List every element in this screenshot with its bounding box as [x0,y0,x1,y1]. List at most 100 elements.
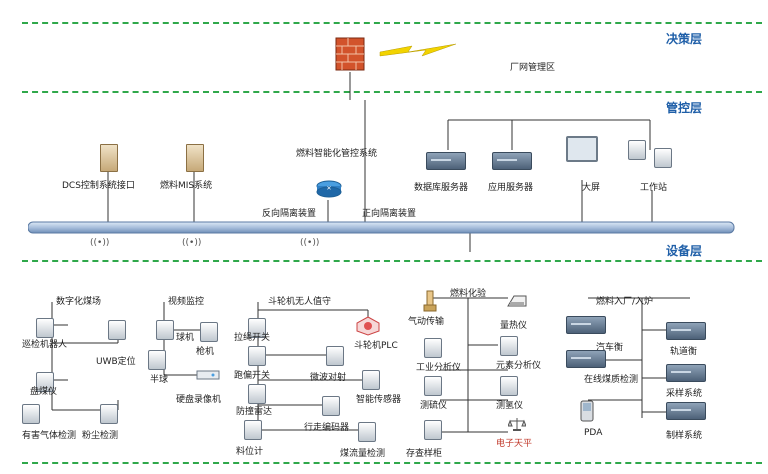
camera-icon [200,322,218,342]
fuel-entry-item: 采样系统 [666,389,703,399]
video-item: 球机 [176,333,195,343]
digital-yard-item: 有害气体检测 [22,431,77,441]
svg-text:✕: ✕ [326,185,331,192]
fuel-entry-item: 在线煤质检测 [584,375,639,385]
server-icon [666,322,706,340]
group-video-title: 视频监控 [168,297,205,307]
layer-title-device: 设备层 [666,244,703,258]
router-icon: ✕ [316,180,342,198]
server-icon [666,402,706,420]
app-server-label: 应用服务器 [488,183,534,193]
group-bucket-wheel-title: 斗轮机无人值守 [268,297,332,307]
dcs-interface-label: DCS控制系统接口 [62,181,135,191]
camera-icon [148,350,166,370]
pda-icon [580,400,594,422]
fuel-entry-item: PDA [584,428,603,438]
lab-instrument-icon [500,336,518,356]
monitor-icon [566,136,598,162]
digital-yard-item: UWB定位 [96,357,136,367]
pneumatic-tube-icon [423,290,437,312]
lab-instrument-icon [507,295,527,307]
lab-instrument-icon [248,346,266,366]
digital-yard-item: 盘煤仪 [30,387,58,397]
lab-instrument-icon [248,384,266,404]
fuel-lab-item: 气动传输 [408,317,445,327]
lab-instrument-icon [108,320,126,340]
fuel-entry-item: 汽车衡 [596,343,624,353]
lab-instrument-icon [326,346,344,366]
balance-icon [508,418,526,431]
group-fuel-lab-title: 燃料化验 [450,289,487,299]
workstation-icon [654,148,672,168]
wifi-icon: ((•)) [300,238,320,248]
wifi-icon: ((•)) [182,238,202,248]
big-screen-label: 大屏 [582,183,601,193]
lab-instrument-icon [322,396,340,416]
lab-instrument-icon [362,370,380,390]
server-icon [492,152,532,170]
video-item: 半球 [150,375,169,385]
lab-instrument-icon [424,338,442,358]
video-item: 硬盘录像机 [176,395,222,405]
digital-yard-item: 粉尘检测 [82,431,119,441]
firewall-icon [335,37,365,71]
lab-instrument-icon [244,420,262,440]
fuel-lab-item: 测硫仪 [420,401,448,411]
group-fuel-entry-title: 燃料入厂/入炉 [596,297,654,307]
separator-decision-control [22,91,762,93]
fuel-entry-item: 制样系统 [666,431,703,441]
lab-instrument-icon [36,372,54,392]
fuel-lab-item: 存查样柜 [406,449,443,459]
group-digital-yard-title: 数字化煤场 [56,297,102,307]
fuel-lab-item: 量热仪 [500,321,528,331]
server-icon [426,152,466,170]
lab-instrument-icon [358,422,376,442]
server-icon [666,364,706,382]
server-icon [566,316,606,334]
lab-instrument-icon [248,318,266,338]
wifi-icon: ((•)) [90,238,110,248]
workstation-icon [628,140,646,160]
bucket-wheel-item: 智能传感器 [356,395,402,405]
nvr-icon [196,370,220,380]
bucket-wheel-item: 斗轮机PLC [354,341,398,351]
mis-system-label: 燃料MIS系统 [160,181,213,191]
bucket-wheel-item: 跑偏开关 [234,371,271,381]
separator-top [22,22,762,24]
factory-network-label: 厂网管理区 [510,63,556,73]
fuel-lab-item: 工业分析仪 [416,363,462,373]
lightning-icon [379,43,457,57]
tower-pc-icon [186,144,204,172]
workstation-label: 工作站 [640,183,668,193]
lab-instrument-icon [500,376,518,396]
fuel-lab-item: 测氢仪 [496,401,524,411]
bucket-wheel-item: 料位计 [236,447,264,457]
server-icon [566,350,606,368]
forward-isolation-label: 正向隔离装置 [362,209,417,219]
db-server-label: 数据库服务器 [414,183,469,193]
separator-bottom [22,462,762,464]
separator-control-device [22,260,762,262]
plc-icon [356,316,380,336]
tower-pc-icon [100,144,118,172]
network-bus [28,221,735,234]
layer-title-control: 管控层 [666,101,703,115]
lab-instrument-icon [424,420,442,440]
reverse-isolation-label: 反向隔离装置 [262,209,317,219]
bucket-wheel-item: 煤流量检测 [340,449,386,459]
bucket-wheel-item: 行走编码器 [304,423,350,433]
fuel-lab-item: 电子天平 [496,439,533,449]
fuel-system-label: 燃料智能化管控系统 [296,149,378,159]
fuel-entry-item: 轨道衡 [670,347,698,357]
bucket-wheel-item: 微波对射 [310,373,347,383]
bucket-wheel-item: 拉绳开关 [234,333,271,343]
camera-icon [156,320,174,340]
lab-instrument-icon [424,376,442,396]
digital-yard-item: 巡检机器人 [22,340,68,350]
lab-instrument-icon [22,404,40,424]
lab-instrument-icon [100,404,118,424]
bucket-wheel-item: 防撞雷达 [236,407,273,417]
fuel-lab-item: 元素分析仪 [496,361,542,371]
layer-title-decision: 决策层 [666,32,703,46]
